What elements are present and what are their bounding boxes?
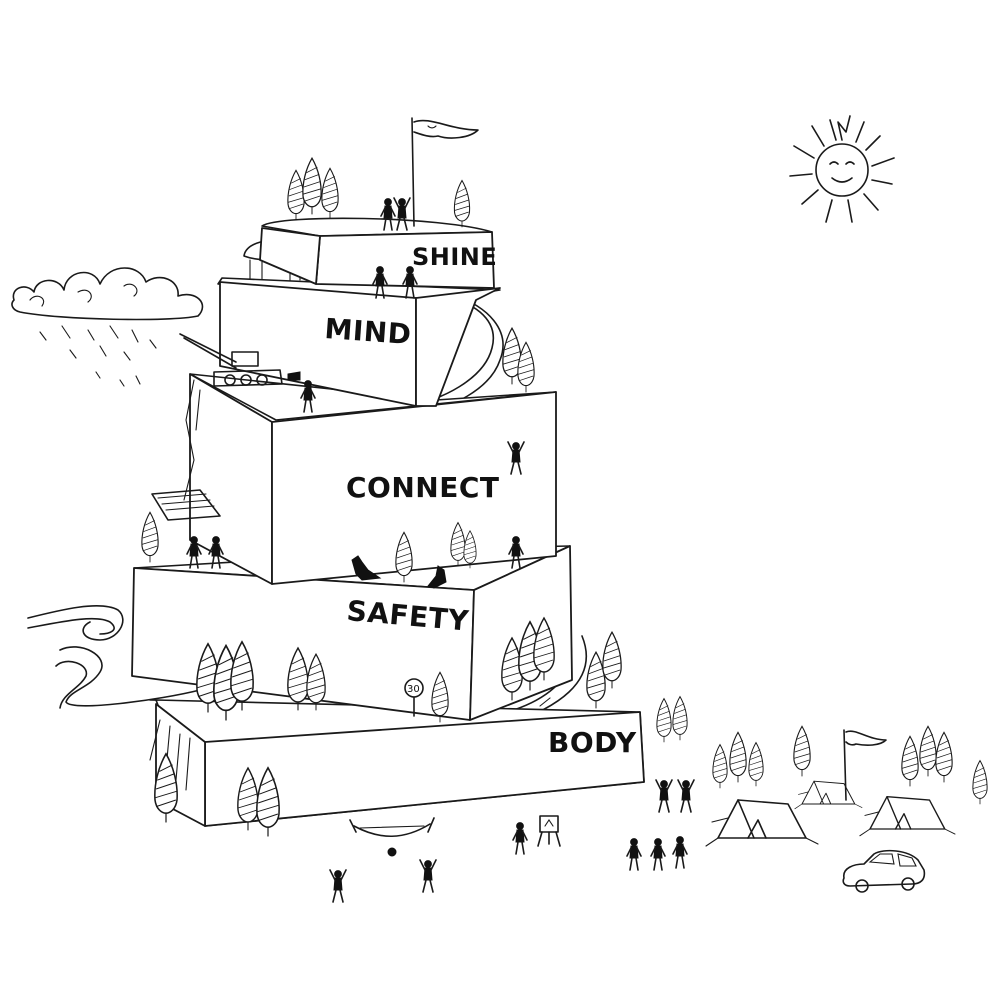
crane-truck-icon [179, 333, 301, 387]
tree-icon [141, 511, 159, 563]
tree-icon [793, 725, 811, 777]
person-icon [329, 869, 347, 903]
tree-icon [656, 698, 672, 743]
ball-icon [387, 847, 397, 857]
campsite [705, 729, 956, 847]
sun-icon [789, 115, 895, 223]
person-icon [677, 779, 695, 813]
road-sign-value: 30 [407, 684, 420, 695]
tent-icon [859, 796, 956, 837]
tree-icon [935, 731, 953, 783]
person-icon [626, 837, 642, 871]
level-mind: MIND [217, 277, 501, 407]
tree-icon [748, 742, 764, 787]
level-shine: SHINE [259, 217, 497, 289]
tree-icon [972, 760, 988, 805]
person-icon [672, 835, 688, 869]
person-icon [419, 859, 437, 893]
tree-icon [712, 744, 728, 789]
hammock-icon [349, 817, 435, 838]
level-label-connect: CONNECT [346, 471, 500, 504]
tree-icon [672, 696, 688, 741]
person-icon [512, 821, 528, 855]
flag-icon [843, 729, 887, 801]
tree-icon [287, 169, 305, 221]
level-label-mind: MIND [324, 312, 413, 351]
flag-icon [411, 117, 479, 227]
cat-icon [351, 555, 447, 589]
car-icon [842, 849, 926, 893]
tent-icon [705, 799, 819, 847]
person-icon [655, 779, 673, 813]
rain-cloud-icon [11, 267, 204, 387]
level-label-shine: SHINE [412, 243, 497, 271]
tree-icon [602, 631, 622, 689]
tree-icon [321, 167, 339, 219]
road-sign-icon: 30 [404, 678, 424, 717]
level-connect: CONNECT [183, 373, 557, 585]
person-icon [650, 837, 666, 871]
tree-icon [901, 735, 919, 787]
billboard-icon [151, 489, 221, 521]
tent-icon [794, 780, 863, 810]
tree-icon [302, 157, 322, 215]
easel-icon [537, 815, 561, 847]
tree-icon [729, 731, 747, 783]
tree-icon [453, 179, 471, 228]
tree-icon [919, 725, 937, 777]
level-label-body: BODY [548, 726, 637, 759]
level-body: BODY [149, 699, 645, 827]
